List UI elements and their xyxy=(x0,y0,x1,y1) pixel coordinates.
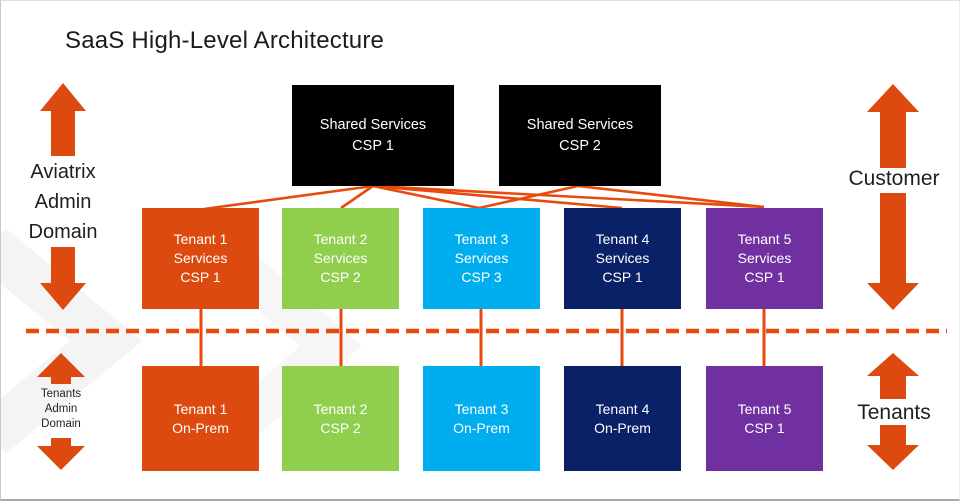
box-label: CSP 1 xyxy=(352,137,394,154)
box-label: Tenant 1 xyxy=(173,400,228,417)
down-arrow xyxy=(40,247,86,310)
shared-services-csp2-box: Shared Services CSP 2 xyxy=(499,85,661,186)
connector-line xyxy=(577,184,765,209)
box-label: Services xyxy=(173,250,228,266)
tenants-label: Tenants xyxy=(857,401,931,424)
customer-label: Customer xyxy=(848,167,940,190)
box-label: On-Prem xyxy=(172,419,229,436)
box-label: Tenant 3 xyxy=(454,231,509,247)
box-label: Tenant 2 xyxy=(313,400,368,417)
box-label: On-Prem xyxy=(594,419,651,436)
tenants-admin-domain-label: Tenants Admin Domain xyxy=(40,388,82,430)
box-label: Tenant 5 xyxy=(737,231,792,247)
box-label: On-Prem xyxy=(453,419,510,436)
diagram-title: SaaS High-Level Architecture xyxy=(65,27,385,54)
watermark-chevron xyxy=(1,228,143,454)
tenant1-services-box: Tenant 1 Services CSP 1 xyxy=(142,208,259,309)
box-label: Shared Services xyxy=(526,116,634,133)
box-label: CSP 3 xyxy=(461,269,502,285)
tenant2-csp-box: Tenant 2 CSP 2 xyxy=(282,366,399,471)
tenant3-onprem-box: Tenant 3 On-Prem xyxy=(423,366,540,471)
up-arrow xyxy=(867,353,919,399)
box-label: Tenant 3 xyxy=(454,400,509,417)
box-label: Services xyxy=(313,250,368,266)
connector-line xyxy=(372,184,623,210)
shared2-connectors xyxy=(478,184,765,210)
up-arrow xyxy=(37,353,85,384)
tenant1-onprem-box: Tenant 1 On-Prem xyxy=(142,366,259,471)
box-label: CSP 2 xyxy=(320,269,361,285)
connector-line xyxy=(478,184,579,210)
tenant5-csp-box: Tenant 5 CSP 1 xyxy=(706,366,823,471)
box-label: Services xyxy=(737,250,792,266)
up-arrow xyxy=(867,84,919,168)
box-label: Tenant 4 xyxy=(595,400,650,417)
watermark-chevron xyxy=(212,240,362,452)
box-label: Tenant 2 xyxy=(313,231,368,247)
box-label: CSP 2 xyxy=(559,137,601,154)
box-label: Shared Services xyxy=(319,116,427,133)
shared1-connectors xyxy=(203,184,765,211)
down-arrow xyxy=(867,425,919,470)
down-arrow xyxy=(867,193,919,310)
tenant4-onprem-box: Tenant 4 On-Prem xyxy=(564,366,681,471)
up-arrow xyxy=(40,83,86,156)
connector-line xyxy=(340,184,374,210)
box-label: CSP 1 xyxy=(744,419,785,436)
box-label: Services xyxy=(595,250,650,266)
connector-line xyxy=(203,184,374,211)
shared-services-csp1-box: Shared Services CSP 1 xyxy=(292,85,454,186)
box-label: CSP 1 xyxy=(744,269,785,285)
connector-line xyxy=(372,184,765,209)
box-label: Services xyxy=(454,250,509,266)
tenant5-services-box: Tenant 5 Services CSP 1 xyxy=(706,208,823,309)
box-label: CSP 1 xyxy=(602,269,643,285)
down-arrow xyxy=(37,438,85,470)
box-label: CSP 2 xyxy=(320,419,361,436)
connector-line xyxy=(372,184,480,210)
aviatrix-admin-domain-label: Aviatrix Admin Domain xyxy=(28,161,98,243)
tenant2-services-box: Tenant 2 Services CSP 2 xyxy=(282,208,399,309)
box-label: CSP 1 xyxy=(180,269,221,285)
vertical-connectors xyxy=(199,309,766,367)
box-label: Tenant 4 xyxy=(595,231,650,247)
tenant4-services-box: Tenant 4 Services CSP 1 xyxy=(564,208,681,309)
box-label: Tenant 5 xyxy=(737,400,792,417)
tenant3-services-box: Tenant 3 Services CSP 3 xyxy=(423,208,540,309)
box-label: Tenant 1 xyxy=(173,231,228,247)
